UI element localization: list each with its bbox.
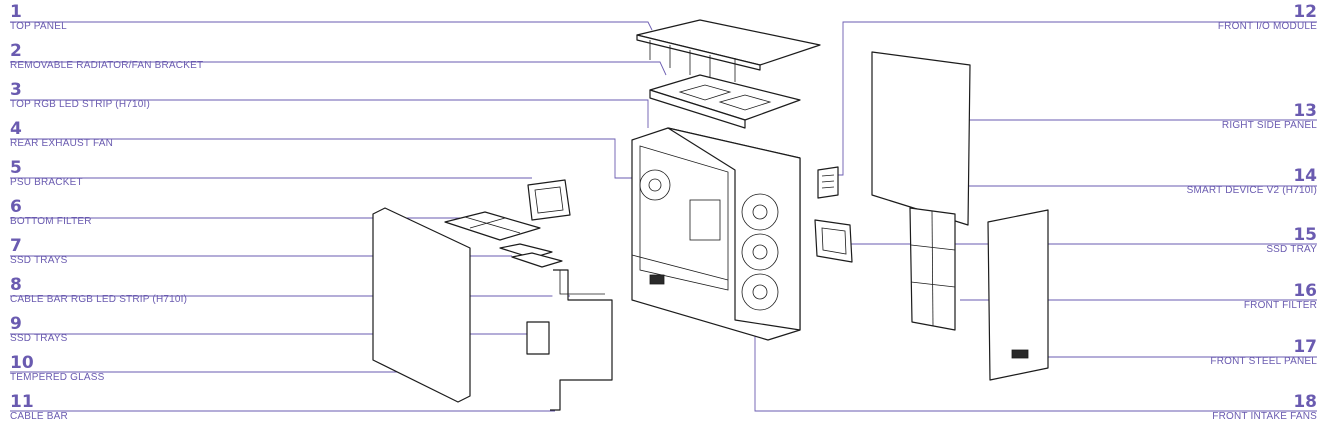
callout-number: 14 [1293, 166, 1317, 186]
callout-number: 10 [10, 353, 34, 373]
callout-number: 9 [10, 314, 22, 334]
psu-bracket-illustration [527, 179, 571, 221]
callout-label: REAR EXHAUST FAN [10, 138, 114, 149]
leader-lines-left [10, 21, 667, 412]
callout-14: 14 SMART DEVICE V2 (H710i) [1186, 166, 1317, 197]
callout-8: 8 CABLE BAR RGB LED STRIP (H710i) [10, 275, 188, 306]
callout-3: 3 TOP RGB LED STRIP (H710i) [10, 80, 151, 111]
callout-number: 7 [10, 236, 22, 256]
callout-number: 15 [1293, 225, 1317, 245]
callout-label: SMART DEVICE V2 (H710i) [1186, 185, 1317, 196]
top-panel-illustration [636, 19, 821, 82]
callout-label: RIGHT SIDE PANEL [1221, 120, 1317, 131]
callout-number: 1 [10, 2, 22, 22]
callout-15: 15 SSD TRAY [1266, 225, 1317, 256]
callout-number: 6 [10, 197, 22, 217]
bottom-filter-illustration [444, 211, 541, 241]
callout-9: 9 SSD TRAYS [10, 314, 68, 345]
callout-label: FRONT I/O MODULE [1217, 21, 1317, 32]
callout-17: 17 FRONT STEEL PANEL [1210, 337, 1317, 368]
callout-number: 4 [10, 119, 22, 139]
ssd-tray-small-illustration [526, 321, 550, 355]
callout-label: FRONT FILTER [1243, 300, 1317, 311]
callout-label: REMOVABLE RADIATOR/FAN BRACKET [10, 60, 204, 71]
callout-label: CABLE BAR RGB LED STRIP (H710i) [10, 294, 188, 305]
callout-2: 2 REMOVABLE RADIATOR/FAN BRACKET [10, 41, 204, 72]
tempered-glass-illustration [372, 207, 471, 403]
front-steel-panel-illustration [987, 209, 1049, 381]
cable-bar-illustration [550, 269, 613, 411]
callout-label: SSD TRAYS [10, 255, 68, 266]
callout-number: 2 [10, 41, 22, 61]
callout-13: 13 RIGHT SIDE PANEL [1221, 101, 1317, 132]
front-io-illustration [817, 166, 839, 199]
callout-label: FRONT INTAKE FANS [1212, 411, 1317, 422]
callout-1: 1 TOP PANEL [10, 2, 67, 33]
radiator-bracket-illustration [649, 74, 801, 129]
callout-7: 7 SSD TRAYS [10, 236, 68, 267]
callout-4: 4 REAR EXHAUST FAN [10, 119, 114, 150]
callout-label: SSD TRAY [1266, 244, 1317, 255]
callout-number: 3 [10, 80, 22, 100]
callout-18: 18 FRONT INTAKE FANS [1212, 392, 1317, 423]
callout-12: 12 FRONT I/O MODULE [1217, 2, 1317, 33]
callout-label: SSD TRAYS [10, 333, 68, 344]
callout-label: CABLE BAR [10, 411, 68, 422]
callout-16: 16 FRONT FILTER [1243, 281, 1317, 312]
callout-number: 11 [10, 392, 34, 412]
front-filter-illustration [909, 207, 956, 331]
ssd-trays-illustration [499, 243, 563, 268]
callout-number: 16 [1293, 281, 1317, 301]
callout-label: PSU BRACKET [10, 177, 83, 188]
callout-number: 5 [10, 158, 22, 178]
callout-number: 18 [1293, 392, 1317, 412]
main-chassis-illustration [631, 127, 801, 341]
callout-label: TOP PANEL [10, 21, 67, 32]
callout-label: TOP RGB LED STRIP (H710i) [10, 99, 151, 110]
callout-5: 5 PSU BRACKET [10, 158, 83, 189]
callout-number: 17 [1293, 337, 1317, 357]
callout-number: 8 [10, 275, 22, 295]
callout-label: TEMPERED GLASS [10, 372, 105, 383]
right-side-panel-illustration [871, 51, 971, 226]
callout-number: 13 [1293, 101, 1317, 121]
callout-number: 12 [1293, 2, 1317, 22]
callout-6: 6 BOTTOM FILTER [10, 197, 92, 228]
callout-label: BOTTOM FILTER [10, 216, 92, 227]
callout-11: 11 CABLE BAR [10, 392, 68, 423]
callout-10: 10 TEMPERED GLASS [10, 353, 105, 384]
callout-label: FRONT STEEL PANEL [1210, 356, 1317, 367]
ssd-tray-right-illustration [814, 219, 853, 263]
